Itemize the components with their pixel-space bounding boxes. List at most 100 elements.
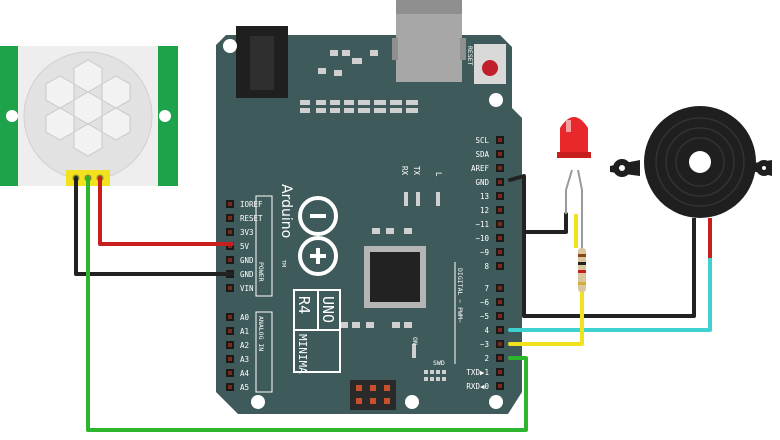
header-pin-socket xyxy=(498,194,502,198)
smd-components xyxy=(300,50,446,381)
digital-pin-header-top: SCL SDA AREF GND 13 12 ~11 ~10 ~9 8 xyxy=(471,136,504,271)
header-pin-socket xyxy=(228,315,232,319)
pin-label: 4 xyxy=(484,326,489,335)
pin-label: SDA xyxy=(475,150,489,159)
wire-led-signal xyxy=(508,290,584,346)
model-minima: MINIMA xyxy=(296,334,309,374)
model-r4: R4 xyxy=(295,296,313,314)
header-pin-socket xyxy=(498,180,502,184)
mounting-hole xyxy=(405,395,419,409)
wires xyxy=(74,174,712,432)
pir-lens-cells xyxy=(45,59,131,157)
wire-buzzer-signal xyxy=(508,256,712,332)
pin-label: A2 xyxy=(240,341,249,350)
icsp-header xyxy=(350,380,396,410)
mounting-hole xyxy=(489,93,503,107)
pin-label: TXD▶1 xyxy=(466,368,489,377)
header-pin-socket xyxy=(498,264,502,268)
header-pin-socket xyxy=(498,250,502,254)
swd-label: SWD xyxy=(433,359,445,367)
pin-label: 13 xyxy=(480,192,489,201)
header-pin-socket xyxy=(498,342,502,346)
mounting-hole xyxy=(489,395,503,409)
header-pin-socket xyxy=(228,371,232,375)
header-pin-socket xyxy=(498,314,502,318)
on-label: ON xyxy=(411,337,419,345)
pin-label: RXD◀0 xyxy=(466,382,489,391)
reset-label: RESET xyxy=(466,46,474,66)
pin-label: ~6 xyxy=(480,298,490,307)
pin-label: GND xyxy=(475,178,489,187)
pin-label: 2 xyxy=(484,354,489,363)
pin-label: 7 xyxy=(484,284,489,293)
header-pin-socket xyxy=(498,152,502,156)
microcontroller-chip xyxy=(364,246,426,308)
pin-label: 5V xyxy=(240,242,250,251)
pin-label: A0 xyxy=(240,313,250,322)
brand-label: Arduino xyxy=(278,184,294,238)
wire-pir-signal xyxy=(86,176,528,432)
header-pin-socket xyxy=(228,216,232,220)
arduino-board: RESET xyxy=(216,0,522,414)
header-pin-socket xyxy=(228,343,232,347)
power-header-label: POWER xyxy=(257,262,265,282)
pin-label: ~5 xyxy=(480,312,489,321)
resistor xyxy=(578,248,586,292)
pin-label: A4 xyxy=(240,369,250,378)
header-pin-socket xyxy=(228,329,232,333)
header-pin-socket xyxy=(498,236,502,240)
analog-header-box xyxy=(255,311,273,393)
pin-label: A5 xyxy=(240,383,249,392)
header-pin-socket xyxy=(228,258,232,262)
header-pin-socket xyxy=(498,384,502,388)
pin-label: 12 xyxy=(480,206,489,215)
header-pin-socket xyxy=(498,370,502,374)
pin-label: ~10 xyxy=(475,234,489,243)
pin-label: ~11 xyxy=(475,220,489,229)
wire-gnd-buzzer xyxy=(522,230,696,318)
header-pin-socket xyxy=(498,356,502,360)
piezo-buzzer xyxy=(610,106,772,258)
pin-label: ~9 xyxy=(480,248,489,257)
pin-label: ~3 xyxy=(480,340,489,349)
wire-pir-5v xyxy=(98,176,234,246)
header-pin-socket xyxy=(498,300,502,304)
header-pin-socket xyxy=(498,208,502,212)
pin-label: 3V3 xyxy=(240,228,254,237)
rx-label: RX xyxy=(400,166,409,176)
model-uno: UNO xyxy=(319,296,337,323)
arduino-logo: Arduino TM xyxy=(278,184,338,276)
analog-header-label: ANALOG IN xyxy=(257,316,265,351)
pin-label: SCL xyxy=(475,136,489,145)
model-label: UNO R4 MINIMA xyxy=(293,289,341,374)
header-pin-socket xyxy=(498,222,502,226)
board-outline xyxy=(216,35,522,414)
pin-label: AREF xyxy=(471,164,490,173)
pin-label: IOREF xyxy=(240,200,263,209)
header-pin-socket xyxy=(228,385,232,389)
power-header-box xyxy=(255,195,273,297)
tx-label: TX xyxy=(412,166,421,176)
pir-sensor xyxy=(0,46,178,186)
header-pin-socket xyxy=(498,166,502,170)
pin-label: A1 xyxy=(240,327,249,336)
header-pin-socket xyxy=(498,286,502,290)
pin-label: VIN xyxy=(240,284,254,293)
header-pin-socket xyxy=(228,357,232,361)
red-led xyxy=(557,117,591,248)
trademark-label: TM xyxy=(280,259,286,267)
mounting-hole xyxy=(223,39,237,53)
header-pin-socket xyxy=(498,138,502,142)
header-pin-socket xyxy=(498,328,502,332)
pin-label: RESET xyxy=(240,214,263,223)
pin-label: 8 xyxy=(484,262,489,271)
l-label: L xyxy=(434,172,443,177)
pin-label: A3 xyxy=(240,355,249,364)
header-pin-socket xyxy=(228,286,232,290)
header-pin-socket xyxy=(228,202,232,206)
pin-label: GND xyxy=(240,270,254,279)
pin-label: GND xyxy=(240,256,254,265)
led-body xyxy=(560,117,588,158)
